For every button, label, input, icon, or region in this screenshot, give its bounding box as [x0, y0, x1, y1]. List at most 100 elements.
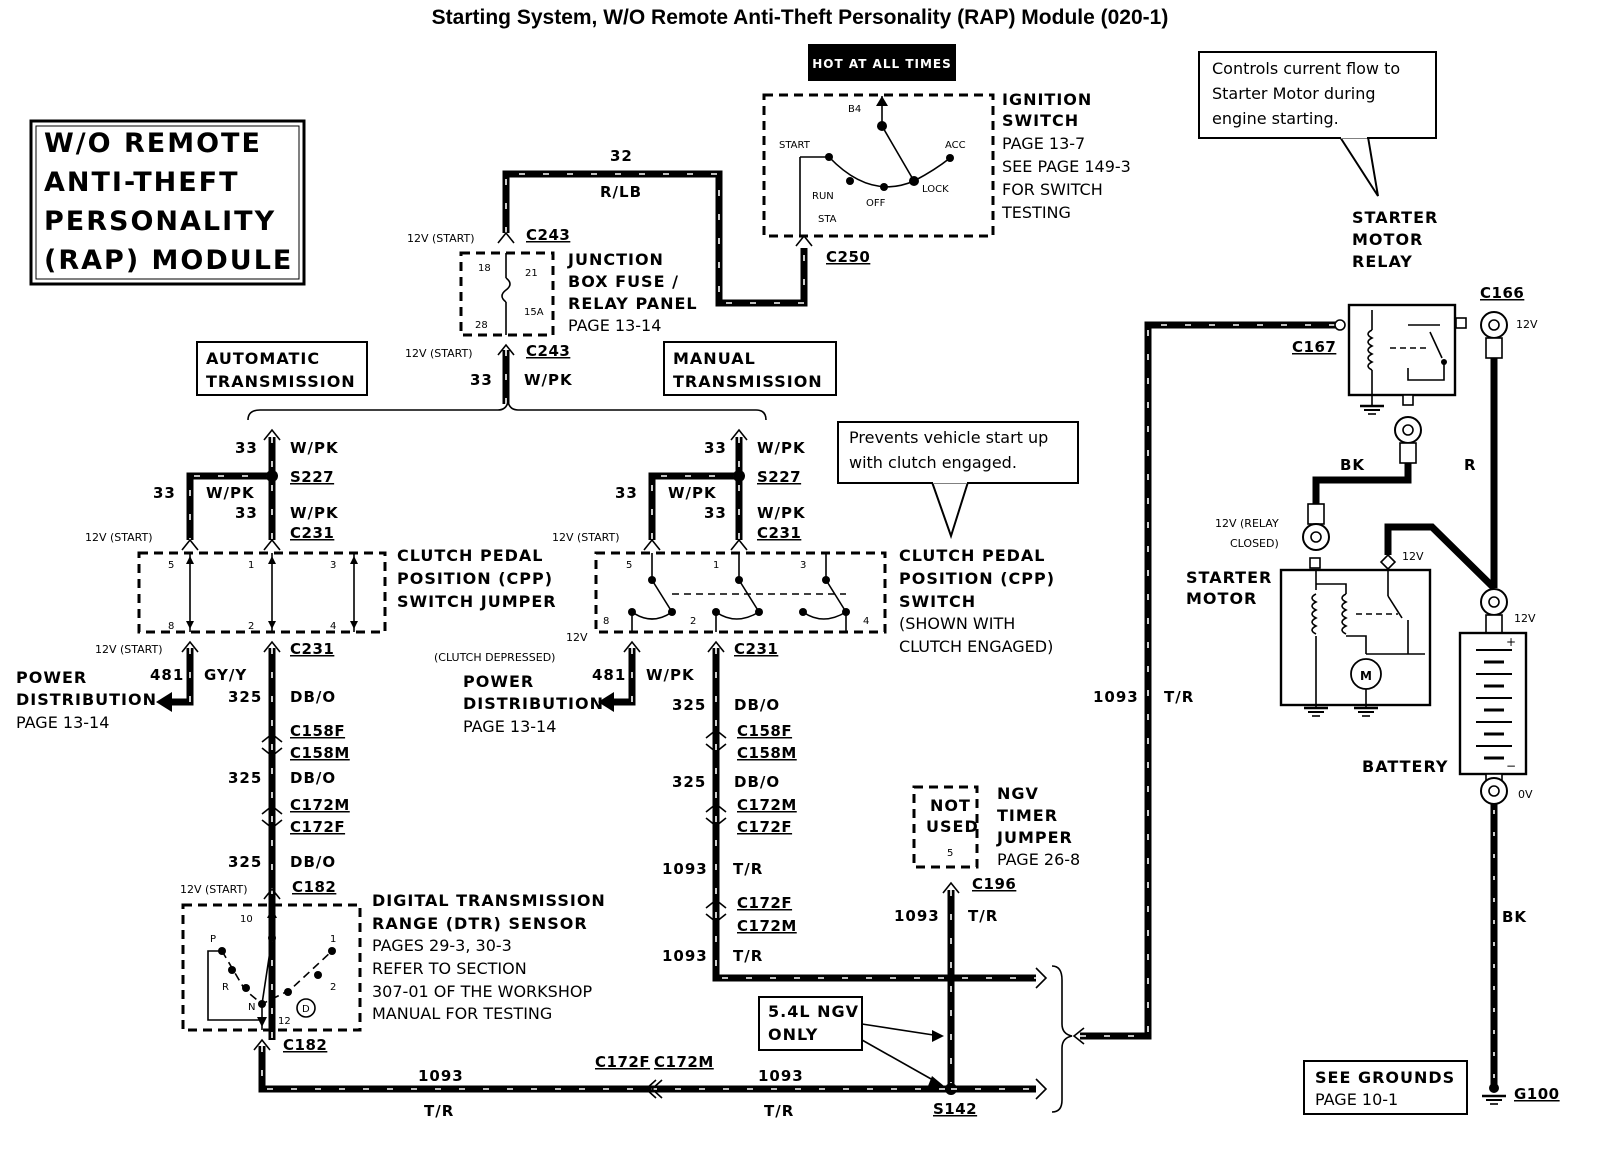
- ign-start: START: [779, 140, 811, 151]
- cpp-jumper-label-2: POSITION (CPP): [397, 569, 553, 588]
- svg-text:8: 8: [168, 621, 174, 632]
- ngv-label-3: JUMPER: [996, 828, 1073, 847]
- ngv-only-box: 5.4L NGV ONLY: [758, 996, 944, 1086]
- auto-33-num-3: 33: [235, 504, 258, 522]
- relay-closed-1: 12V (RELAY: [1215, 517, 1279, 530]
- dtr-sensor: 10 12 P R N D 1 2: [181, 903, 362, 1032]
- cpp-switch-label-2: POSITION (CPP): [899, 569, 1055, 588]
- man-325-color-1: DB/O: [734, 696, 780, 714]
- man-1093-num-1: 1093: [662, 860, 708, 878]
- bottom-1093-num-1: 1093: [418, 1067, 464, 1085]
- wire-33-main: [497, 343, 515, 404]
- ngv-only-line-2: ONLY: [768, 1025, 818, 1044]
- man-power-dist-1: POWER: [463, 672, 534, 691]
- auto-c158m: C158M: [290, 744, 350, 762]
- svg-text:1: 1: [713, 560, 719, 571]
- ngv-1093-num: 1093: [894, 907, 940, 925]
- cpp-switch-note-1: (SHOWN WITH: [899, 614, 1015, 633]
- man-1093-color-2: T/R: [733, 947, 763, 965]
- svg-text:5: 5: [168, 560, 174, 571]
- svg-text:12: 12: [278, 1016, 291, 1027]
- c166-label: C166: [1480, 284, 1524, 302]
- ign-acc: ACC: [945, 140, 966, 151]
- man-33-num-3: 33: [704, 504, 727, 522]
- relay-1093-num: 1093: [1093, 688, 1139, 706]
- battery: + −: [1458, 358, 1528, 1105]
- auto-c231-top: C231: [290, 524, 334, 542]
- bottom-c172m: C172M: [654, 1053, 714, 1071]
- auto-325-color-3: DB/O: [290, 853, 336, 871]
- c243-bottom-label: C243: [526, 342, 570, 360]
- relay-label-2: MOTOR: [1352, 230, 1423, 249]
- c196-label: C196: [972, 875, 1016, 893]
- relay-r-label: R: [1464, 456, 1477, 474]
- auto-power-dist-page: PAGE 13-14: [16, 713, 109, 732]
- svg-text:HOT AT ALL TIMES: HOT AT ALL TIMES: [812, 57, 952, 71]
- auto-325-color-1: DB/O: [290, 688, 336, 706]
- man-c231-bottom: C231: [734, 640, 778, 658]
- relay-closed-2: CLOSED): [1230, 537, 1279, 550]
- bottom-1093-color-2: T/R: [764, 1102, 794, 1120]
- wire-1093-bottom: [253, 1038, 951, 1099]
- starter-motor: M: [1279, 553, 1432, 717]
- auto-power-dist-1: POWER: [16, 668, 87, 687]
- junction-page: PAGE 13-14: [568, 316, 661, 335]
- ngv-1093-color: T/R: [968, 907, 998, 925]
- c250-label: C250: [826, 248, 870, 266]
- man-v-12: 12V: [566, 631, 588, 644]
- controls-callout-line-2: Starter Motor during: [1212, 84, 1376, 103]
- ngv-page: PAGE 26-8: [997, 850, 1080, 869]
- auto-33-color-1: W/PK: [290, 439, 339, 457]
- diagram-title: Starting System, W/O Remote Anti-Theft P…: [432, 6, 1169, 29]
- man-c172f: C172F: [737, 818, 792, 836]
- svg-text:18: 18: [478, 263, 491, 274]
- svg-text:21: 21: [525, 268, 538, 279]
- cpp-switch-note-2: CLUTCH ENGAGED): [899, 637, 1053, 656]
- ngv-label-1: NGV: [997, 784, 1039, 803]
- man-c172f-2: C172F: [737, 894, 792, 912]
- svg-text:N: N: [248, 1002, 255, 1013]
- legend-line-2: ANTI-THEFT: [44, 167, 240, 198]
- auto-c231-bottom: C231: [290, 640, 334, 658]
- svg-text:2: 2: [690, 616, 696, 627]
- ngv-only-line-1: 5.4L NGV: [768, 1002, 859, 1021]
- svg-text:D: D: [302, 1004, 310, 1015]
- man-1093-num-2: 1093: [662, 947, 708, 965]
- legend-box: W/O REMOTE ANTI-THEFT PERSONALITY (RAP) …: [29, 119, 306, 286]
- man-325-num-1: 325: [672, 696, 706, 714]
- c167-label: C167: [1292, 338, 1336, 356]
- dtr-label-2: RANGE (DTR) SENSOR: [372, 914, 588, 933]
- ignition-label-2: SWITCH: [1002, 111, 1079, 130]
- dtr-info-3: 307-01 OF THE WORKSHOP: [372, 982, 592, 1001]
- relay-label-1: STARTER: [1352, 208, 1438, 227]
- legend-line-1: W/O REMOTE: [44, 128, 262, 159]
- relay-to-starter-wire: [1302, 463, 1412, 551]
- svg-text:4: 4: [863, 616, 869, 627]
- dtr-info-4: MANUAL FOR TESTING: [372, 1004, 552, 1023]
- cpp-switch-label-3: SWITCH: [899, 592, 976, 611]
- controls-current-callout: Controls current flow to Starter Motor d…: [1198, 51, 1437, 197]
- man-power-dist-page: PAGE 13-14: [463, 717, 556, 736]
- dtr-info-2: REFER TO SECTION: [372, 959, 527, 978]
- man-c158f: C158F: [737, 722, 792, 740]
- ignition-info-4: TESTING: [1001, 203, 1071, 222]
- auto-33-num-2: 33: [153, 484, 176, 502]
- relay-label-3: RELAY: [1352, 252, 1413, 271]
- c166-12v: 12V: [1516, 318, 1538, 331]
- junction-label-1: JUNCTION: [567, 250, 664, 269]
- ngv-not-used-2: USED: [926, 817, 979, 836]
- ign-sta: STA: [818, 214, 837, 225]
- relay-1093-color: T/R: [1164, 688, 1194, 706]
- man-325-color-2: DB/O: [734, 773, 780, 791]
- clutch-depressed: (CLUTCH DEPRESSED): [434, 651, 555, 664]
- man-s227: S227: [757, 468, 801, 486]
- svg-text:28: 28: [475, 320, 488, 331]
- man-481-num: 481: [592, 666, 626, 684]
- man-33-num-2: 33: [615, 484, 638, 502]
- starter-motor-relay: [1347, 303, 1508, 464]
- ignition-label-1: IGNITION: [1002, 90, 1092, 109]
- controls-callout-line-3: engine starting.: [1212, 109, 1339, 128]
- starter-label-1: STARTER: [1186, 568, 1272, 587]
- man-v-start: 12V (START): [552, 531, 620, 544]
